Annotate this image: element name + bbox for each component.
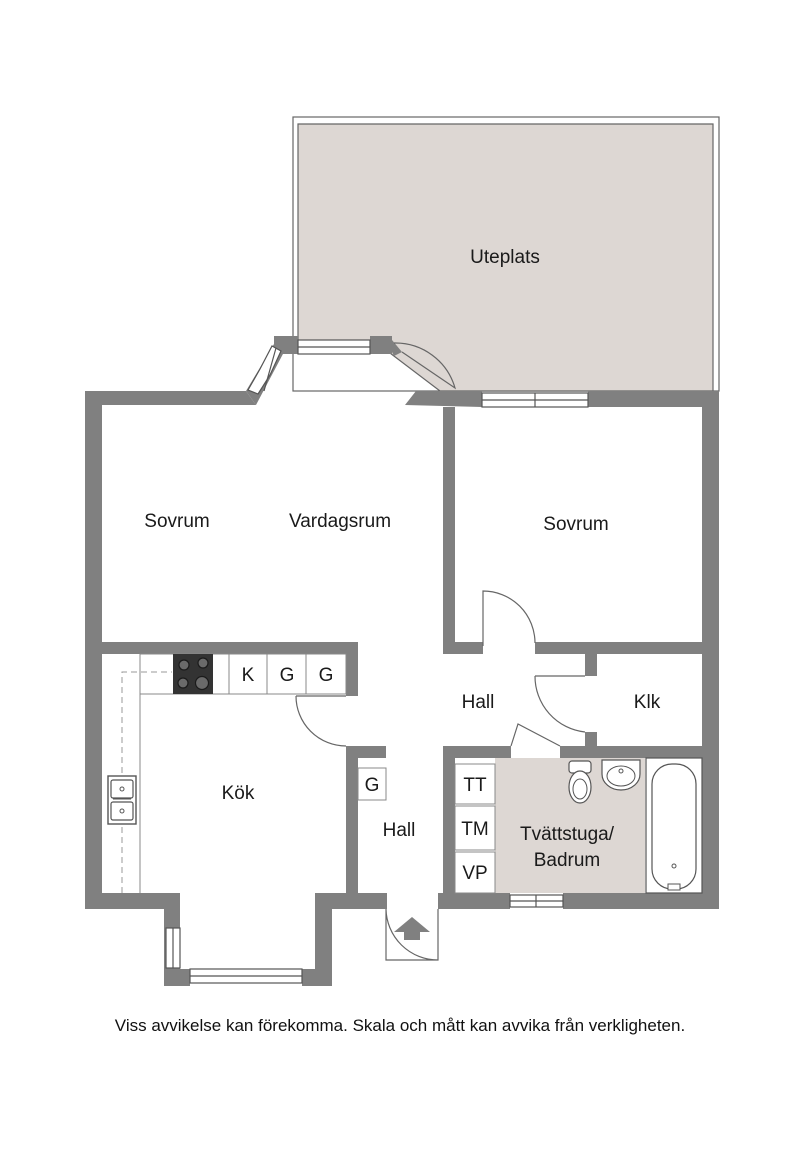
room-label-sovrum-right: Sovrum: [543, 514, 608, 535]
bathtub-icon: [645, 757, 703, 894]
window-bathroom: [509, 894, 564, 908]
room-label-vardagsrum: Vardagsrum: [289, 511, 391, 532]
entrance-arrow-icon: [394, 917, 430, 940]
window-diagonal: [247, 345, 282, 395]
room-label-hall-upper: Hall: [462, 692, 495, 713]
window-kitchen-side: [165, 927, 181, 969]
room-label-sovrum-left: Sovrum: [144, 511, 209, 532]
fixture-label-tm: TM: [461, 819, 488, 840]
hall-storage-cell: [357, 767, 387, 801]
stove-icon: [173, 654, 213, 694]
floor-plan: Uteplats Sovrum Vardagsrum Sovrum Hall K…: [85, 116, 720, 986]
windows: [165, 339, 589, 984]
room-label-badrum: Badrum: [534, 850, 601, 871]
toilet-icon: [568, 760, 592, 804]
room-label-klk: Klk: [634, 692, 661, 713]
fixture-label-g2: G: [319, 665, 334, 686]
washbasin-icon: [601, 759, 641, 791]
walls: [85, 336, 719, 986]
doors: [295, 342, 586, 961]
kitchen-sink-icon: [107, 775, 137, 825]
window-living-top: [297, 339, 371, 355]
room-label-tvattstuga: Tvättstuga/: [520, 824, 615, 845]
fixture-label-k: K: [242, 665, 255, 686]
window-bedroom-right: [481, 392, 589, 408]
window-kitchen-bottom: [189, 968, 303, 984]
fixture-label-g-hall: G: [365, 775, 380, 796]
laundry-cells: [454, 763, 496, 894]
room-label-kok: Kök: [222, 783, 255, 804]
room-label-hall-lower: Hall: [383, 820, 416, 841]
room-label-uteplats: Uteplats: [470, 247, 540, 268]
appliance-cells: [228, 653, 347, 695]
disclaimer-text: Viss avvikelse kan förekomma. Skala och …: [114, 1016, 686, 1035]
fixture-label-tt: TT: [463, 775, 487, 796]
fixture-label-vp: VP: [462, 863, 487, 884]
fixture-label-g1: G: [280, 665, 295, 686]
